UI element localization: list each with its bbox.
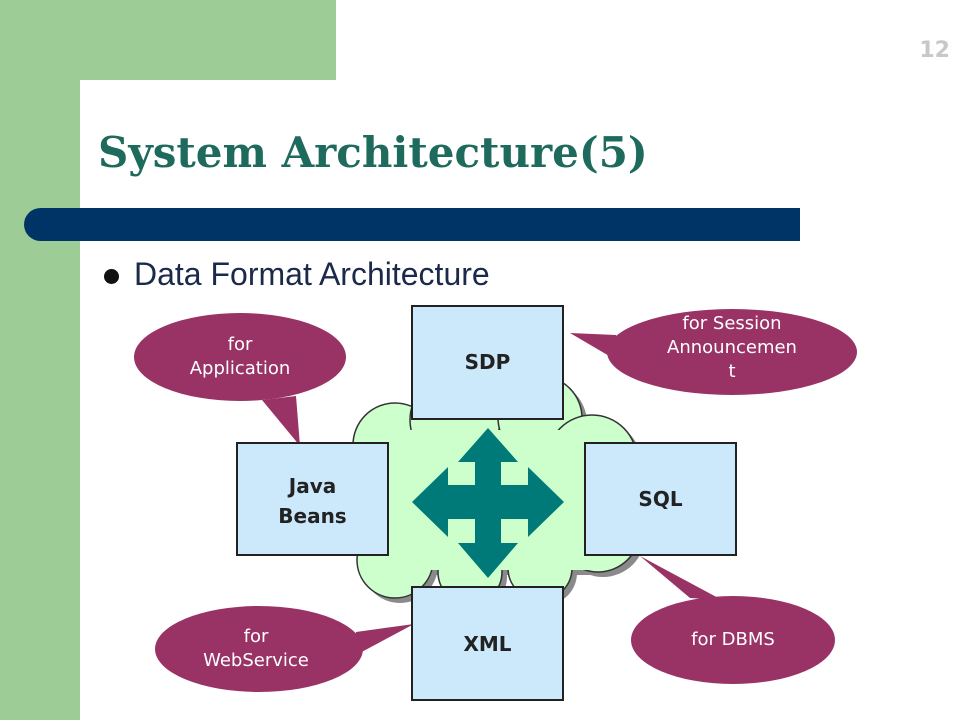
callout-application-line-1: for <box>227 334 253 355</box>
callout-application <box>134 313 346 446</box>
title-underline-bar <box>24 208 800 241</box>
callout-session-line-3: t <box>728 361 736 382</box>
java-beans-label-line-1: Java <box>288 474 337 498</box>
java-beans-box <box>236 442 389 556</box>
slide-title: System Architecture(5) <box>98 128 648 177</box>
callout-dbms-text: for DBMS <box>691 629 775 650</box>
four-way-arrow-icon <box>412 428 564 578</box>
callout-webservice-line-2: WebService <box>203 650 309 671</box>
callout-webservice-text: for WebService <box>166 625 346 673</box>
green-band-left <box>0 0 80 720</box>
callout-session-text: for Session Announcemen t <box>632 312 832 384</box>
sdp-label: SDP <box>464 350 511 374</box>
java-beans-label: Java Beans <box>237 471 388 531</box>
callout-dbms <box>631 556 835 684</box>
bullet-icon <box>104 269 119 284</box>
xml-label: XML <box>463 632 512 656</box>
callout-webservice <box>155 606 414 692</box>
sql-box <box>584 442 737 556</box>
callout-application-line-2: Application <box>189 358 291 379</box>
java-beans-label-line-2: Beans <box>278 504 347 528</box>
bullet-text: Data Format Architecture <box>134 256 490 292</box>
sdp-box <box>411 305 564 420</box>
callout-application-text: for Application <box>150 333 330 381</box>
xml-box <box>411 586 564 701</box>
sql-label: SQL <box>638 487 683 511</box>
page-number: 12 <box>919 38 950 63</box>
callout-session-line-2: Announcemen <box>667 337 797 358</box>
callout-session-announcement <box>570 309 857 395</box>
callout-session-line-1: for Session <box>682 313 782 334</box>
callout-webservice-line-1: for <box>243 626 269 647</box>
